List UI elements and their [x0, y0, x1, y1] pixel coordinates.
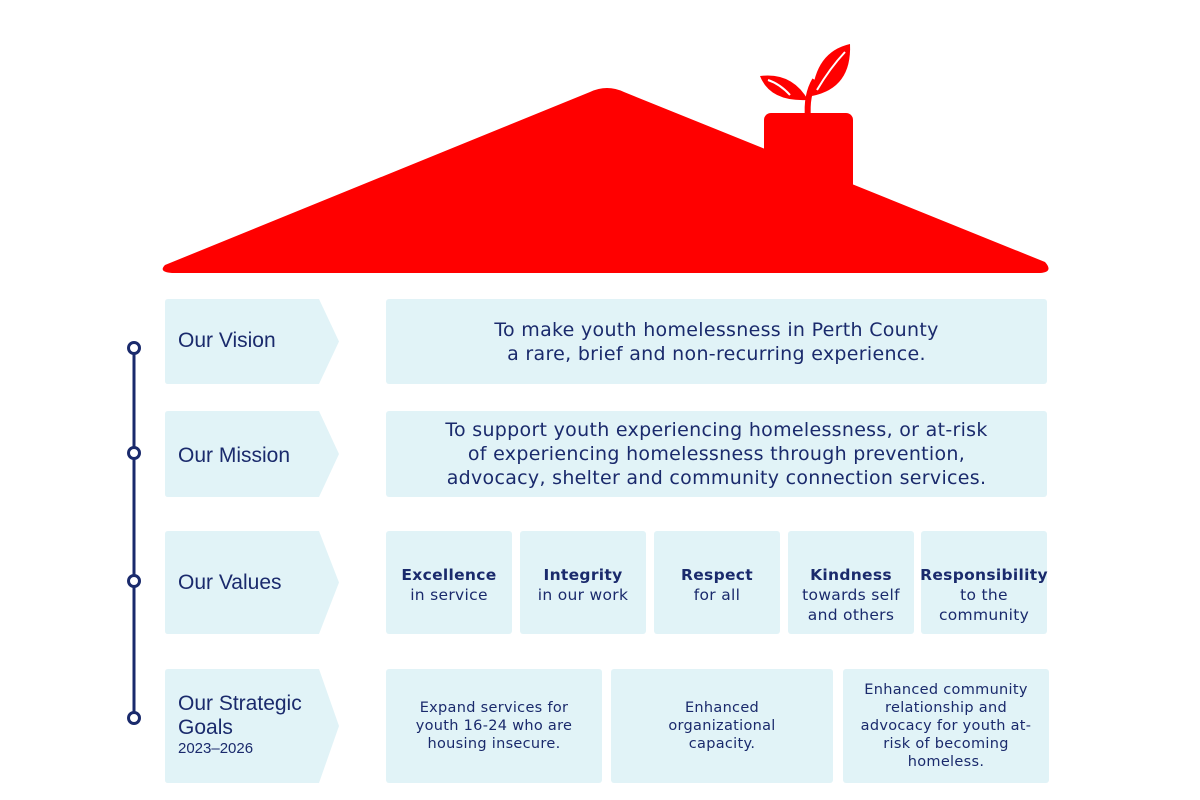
- value-desc-line1: to the: [960, 586, 1008, 604]
- goals-label-tab: Our Strategic Goals 2023–2026: [165, 669, 339, 783]
- goal-text-line: Expand services for: [419, 700, 569, 716]
- value-title: Respect: [681, 566, 753, 584]
- value-card-kindness: Kindness towards self and others: [788, 531, 914, 634]
- value-card-integrity: Integrity in our work: [520, 531, 646, 634]
- goals-label: Our Strategic Goals 2023–2026: [178, 692, 302, 758]
- goal-text-line: advocacy for youth at-: [860, 718, 1032, 734]
- goals-years: 2023–2026: [178, 740, 254, 757]
- goal-text-line: capacity.: [688, 736, 756, 752]
- goal-text-line: homeless.: [907, 754, 985, 770]
- mission-text-line2: of experiencing homelessness through pre…: [467, 443, 966, 465]
- value-desc-line1: in our work: [537, 586, 629, 604]
- value-desc-line2: and others: [807, 606, 895, 624]
- mission-text-line1: To support youth experiencing homelessne…: [445, 419, 988, 441]
- value-desc-line1: for all: [693, 586, 741, 604]
- value-desc-line2: community: [938, 606, 1030, 624]
- goal-card-organizational-capacity: Enhanced organizational capacity.: [611, 669, 833, 783]
- value-card-excellence: Excellence in service: [386, 531, 512, 634]
- timeline-icon: [127, 341, 141, 725]
- goal-text-line: youth 16-24 who are: [415, 718, 573, 734]
- value-title: Kindness: [810, 566, 892, 584]
- value-title: Responsibility: [920, 566, 1048, 584]
- value-title: Excellence: [401, 566, 497, 584]
- value-card-responsibility: Responsibility to the community: [920, 531, 1048, 634]
- goal-text-line: Enhanced community: [864, 682, 1028, 698]
- vision-label: Our Vision: [178, 329, 276, 352]
- value-title: Integrity: [543, 566, 623, 584]
- goal-card-community-relationship: Enhanced community relationship and advo…: [843, 669, 1049, 783]
- goal-text-line: relationship and: [885, 700, 1007, 716]
- house-roof-icon: [162, 44, 1049, 273]
- value-desc-line1: towards self: [802, 586, 900, 604]
- goal-card-expand-services: Expand services for youth 16-24 who are …: [386, 669, 602, 783]
- vision-text-line1: To make youth homelessness in Perth Coun…: [494, 318, 939, 341]
- sprout-icon: [760, 44, 851, 119]
- mission-label: Our Mission: [178, 444, 291, 467]
- value-desc-line1: in service: [410, 586, 488, 604]
- vision-text-line2: a rare, brief and non-recurring experien…: [507, 342, 926, 365]
- goal-text-line: Enhanced: [684, 700, 760, 716]
- goal-text-line: organizational: [668, 718, 776, 734]
- goals-label-line1: Our Strategic: [178, 692, 302, 715]
- mission-label-tab: Our Mission: [165, 411, 339, 497]
- goal-text-line: housing insecure.: [427, 736, 561, 752]
- values-label: Our Values: [178, 571, 282, 594]
- vision-box: To make youth homelessness in Perth Coun…: [386, 299, 1047, 384]
- mission-box: To support youth experiencing homelessne…: [386, 411, 1047, 497]
- goal-text-line: risk of becoming: [883, 736, 1009, 752]
- vision-label-tab: Our Vision: [165, 299, 339, 384]
- values-label-tab: Our Values: [165, 531, 339, 634]
- goals-label-line2: Goals: [178, 716, 233, 739]
- mission-text-line3: advocacy, shelter and community connecti…: [446, 467, 987, 489]
- value-card-respect: Respect for all: [654, 531, 780, 634]
